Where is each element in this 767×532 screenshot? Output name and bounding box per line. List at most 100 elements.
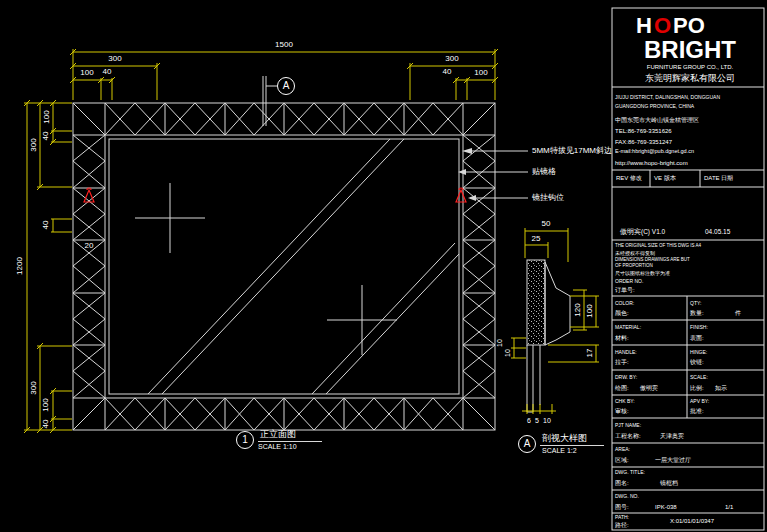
dimension-text: 6 bbox=[527, 417, 531, 424]
title-block-text: 颜色: bbox=[615, 310, 629, 316]
title-block-text: X:01/01/01/0347 bbox=[670, 518, 714, 524]
dimension-text: 100 bbox=[586, 304, 594, 317]
dimension-text: 10 bbox=[504, 349, 511, 357]
title-block-text: DRW. BY: bbox=[615, 375, 637, 380]
title-block-text: 表面: bbox=[690, 335, 704, 341]
dimension-text: 25 bbox=[532, 235, 541, 243]
dimension-text: 40 bbox=[103, 68, 112, 76]
dimension-text: 20 bbox=[85, 242, 94, 250]
mirror-frame bbox=[73, 103, 495, 430]
title-block-text: REV 修改 bbox=[616, 175, 642, 181]
title-block-text: 镜框档 bbox=[660, 480, 678, 486]
title-block-text: DATE 日期 bbox=[704, 175, 733, 181]
title-block-text: DWG. NO. bbox=[615, 494, 639, 499]
dimension-text: 5 bbox=[535, 417, 539, 424]
marker-circle: A bbox=[277, 77, 295, 95]
title-block-text: COLOR: bbox=[615, 301, 634, 306]
marker-circle: A bbox=[518, 435, 536, 453]
title-block-text: 一层大堂过厅 bbox=[655, 457, 691, 463]
title-block-text: GUANGDONG PROVINCE, CHINA bbox=[615, 104, 694, 109]
title-block-text: 订单号: bbox=[615, 287, 635, 293]
title-block-text: http://www.hopo-bright.com bbox=[615, 160, 688, 166]
title-block-text: 如示 bbox=[715, 385, 727, 391]
title-block-text: AREA: bbox=[615, 447, 630, 452]
title-block-text: 傲明宾(C) V1.0 bbox=[620, 229, 665, 236]
title-block-text: HANDLE: bbox=[615, 350, 637, 355]
callout-note: 贴镜格 bbox=[532, 168, 556, 176]
title-block-text: APV BY: bbox=[690, 399, 709, 404]
company-logo-text: PO bbox=[673, 15, 705, 37]
hook-symbol bbox=[84, 188, 466, 202]
dimension-text: 100 bbox=[43, 110, 51, 123]
title-block-text: JIUJU DISTRICT, DALINGSHAN, DONGGUAN bbox=[615, 95, 720, 100]
title-block-text: 件 bbox=[735, 310, 741, 316]
scale-note: SCALE 1:2 bbox=[542, 447, 577, 454]
dimension-text: 300 bbox=[30, 138, 38, 151]
title-block-text: HINGE: bbox=[690, 350, 707, 355]
title-block-text: 批准: bbox=[690, 408, 704, 414]
dimension-text: 40 bbox=[42, 132, 50, 141]
title-block-text: 工程名称: bbox=[615, 433, 641, 439]
title-block-text: SCALE: bbox=[690, 375, 708, 380]
title-block-text: 比例: bbox=[690, 385, 704, 391]
dimension-lines bbox=[24, 49, 498, 433]
view-title: 剖视大样图 bbox=[542, 434, 587, 443]
title-block-grid bbox=[612, 8, 764, 530]
title-block-text: DIMENSIONS DRAWINGS ARE BUT bbox=[615, 258, 690, 263]
company-logo-text: O bbox=[654, 15, 671, 37]
title-block-text: 铰链: bbox=[690, 359, 704, 365]
title-block-text: 未经授权不得复制 bbox=[615, 251, 655, 256]
dimension-text: 40 bbox=[42, 221, 50, 230]
dimension-text: 100 bbox=[42, 398, 50, 411]
company-logo-text: FURNITURE GROUP CO., LTD. bbox=[647, 64, 733, 70]
callout-note: 镜挂钩位 bbox=[532, 194, 564, 202]
title-block-text: TEL:86-769-3351626 bbox=[615, 128, 672, 134]
title-block-text: 04.05.15 bbox=[705, 229, 730, 236]
title-block-text: 尺寸以图纸标注数字为准 bbox=[615, 271, 670, 276]
leader-arrows bbox=[458, 148, 476, 201]
company-logo-text: 东莞明辉家私有限公司 bbox=[645, 74, 735, 83]
title-block-text: 数量: bbox=[690, 310, 704, 316]
title-block-text: OF PROPORTION bbox=[615, 264, 653, 269]
dimension-text: 120 bbox=[574, 303, 582, 316]
dimension-text: 1500 bbox=[275, 41, 293, 49]
title-block-text: 路径: bbox=[615, 522, 629, 528]
title-block-text: VE 版本 bbox=[654, 175, 676, 181]
leader-lines bbox=[466, 151, 528, 198]
title-block-text: 审核: bbox=[615, 408, 629, 414]
title-block-text: 中国东莞市大岭山镇金桔管理区 bbox=[615, 117, 699, 123]
dimension-text: 300 bbox=[30, 381, 38, 394]
title-block-text: 绘图: bbox=[615, 385, 629, 391]
dimension-text: 40 bbox=[42, 420, 50, 429]
title-block-text: MATERIAL: bbox=[615, 325, 641, 330]
dimension-text: 50 bbox=[542, 220, 551, 228]
title-block-text: FAX:86-769-3351247 bbox=[615, 139, 672, 145]
scale-note: SCALE 1:10 bbox=[258, 443, 297, 450]
dimension-text: 300 bbox=[108, 55, 121, 63]
dimension-text: 40 bbox=[443, 68, 452, 76]
title-block-text: ORDER NO. bbox=[615, 279, 643, 284]
view-title: 正立面图 bbox=[260, 430, 296, 439]
title-block-text: 傲明宾 bbox=[640, 385, 658, 391]
title-block-text: THE ORIGINAL SIZE OF THIS DWG IS A4 bbox=[615, 244, 701, 249]
title-block-text: 1/1 bbox=[725, 504, 733, 510]
dimension-text: 17 bbox=[586, 349, 594, 358]
title-block-text: 图名: bbox=[615, 480, 629, 486]
title-block-text: CHK BY: bbox=[615, 399, 635, 404]
company-logo-text: BRIGHT bbox=[644, 38, 736, 62]
title-block-text: 材料: bbox=[615, 335, 629, 341]
dimension-text: 100 bbox=[80, 69, 93, 77]
title-block-text: E-mail:hbright@pub.dgnet.gd.cn bbox=[615, 149, 694, 155]
title-block-text: 区域: bbox=[615, 457, 629, 463]
title-block-text: 拉手: bbox=[615, 359, 629, 365]
marker-circle: 1 bbox=[236, 431, 254, 449]
title-block-text: FINISH: bbox=[690, 325, 708, 330]
company-logo-text: H bbox=[636, 15, 652, 37]
dimension-text: 100 bbox=[474, 69, 487, 77]
section-detail bbox=[511, 228, 599, 414]
title-block-text: 天津奥宾 bbox=[660, 433, 684, 439]
dimension-text: 10 bbox=[543, 417, 551, 424]
title-block-text: PJT NAME: bbox=[615, 423, 641, 428]
dimension-text: 1200 bbox=[16, 257, 24, 275]
